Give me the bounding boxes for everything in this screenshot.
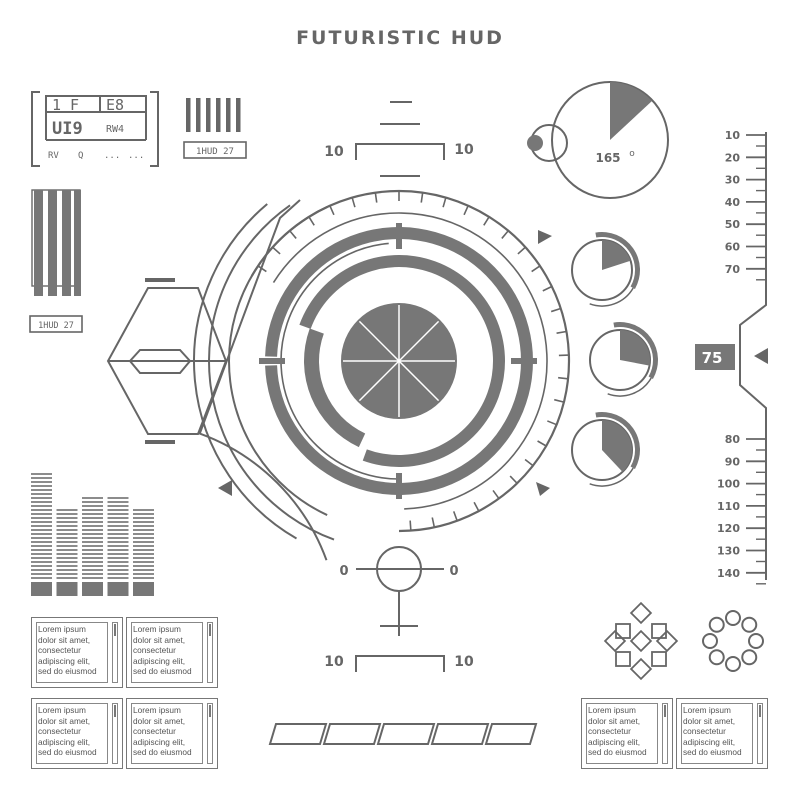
top-scale-left: 10: [324, 144, 344, 160]
bottom-scale-right: 10: [454, 654, 474, 670]
scale-tick-label: 20: [725, 151, 741, 164]
text-card: Lorem ipsum dolor sit amet, consectetur …: [126, 617, 218, 688]
scale-tick-label: 30: [725, 174, 741, 187]
equalizer-bar: [31, 473, 52, 596]
card-scrollbar[interactable]: [757, 703, 763, 764]
equalizer-bar: [56, 509, 78, 596]
card-text: Lorem ipsum dolor sit amet, consectetur …: [588, 705, 647, 758]
left-bracket-outer: [198, 199, 328, 561]
diamond-cluster-icon: [603, 601, 679, 681]
card-scrollbar[interactable]: [207, 703, 213, 764]
scale-tick-label: 110: [717, 500, 740, 513]
reticle-markers: [218, 230, 552, 496]
equalizer-bar: [133, 509, 154, 596]
outer-ring: [250, 189, 571, 533]
card-scrollbar[interactable]: [112, 703, 118, 764]
segment-bar: [268, 723, 538, 745]
card-text: Lorem ipsum dolor sit amet, consectetur …: [38, 705, 97, 758]
gauge-stack: [571, 232, 658, 487]
top-scale-right: 10: [454, 142, 474, 158]
card-scrollbar[interactable]: [112, 622, 118, 683]
crosshair-icon: [356, 546, 444, 636]
info-row3-a: RV: [48, 151, 59, 161]
gauge: [571, 232, 640, 307]
page-title: FUTURISTIC HUD: [296, 27, 504, 49]
scale-tick-label: 130: [717, 545, 740, 558]
bottom-scale: [355, 655, 445, 672]
card-scrollbar[interactable]: [207, 622, 213, 683]
left-bracket-mid: [208, 204, 335, 541]
triangle-left-icon: [754, 348, 768, 364]
crosshair-left: 0: [339, 564, 348, 579]
scale-tick-label: 10: [725, 129, 741, 142]
scale-current-box: [695, 344, 735, 370]
scale-current: 75: [702, 349, 723, 367]
tag-left-box: [29, 315, 83, 333]
tag-top-box: [183, 141, 247, 159]
crosshair-right: 0: [449, 564, 458, 579]
info-row1-left: 1 F: [52, 96, 79, 114]
info-panel: [31, 91, 159, 167]
card-text: Lorem ipsum dolor sit amet, consectetur …: [133, 705, 192, 758]
ring-dot: [702, 633, 718, 649]
top-scale: [355, 101, 445, 177]
hexagon-dashes: [145, 278, 175, 444]
scale-tick-label: 60: [725, 241, 741, 254]
tag-top: 1HUD 27: [196, 147, 234, 157]
tag-left: 1HUD 27: [38, 321, 74, 331]
info-row2-left: UI9: [52, 119, 83, 139]
info-row3-b: Q: [78, 151, 83, 161]
info-row2-right: RW4: [106, 124, 124, 135]
compass-unit: o: [629, 149, 635, 159]
card-text: Lorem ipsum dolor sit amet, consectetur …: [133, 624, 192, 677]
text-card: Lorem ipsum dolor sit amet, consectetur …: [31, 617, 123, 688]
gauge: [589, 322, 658, 397]
ring-dot: [725, 610, 741, 626]
inner-bracket: [280, 242, 400, 480]
equalizer-bar: [82, 497, 103, 596]
gauge: [571, 412, 640, 487]
reticle-crosshair: [259, 223, 537, 499]
text-card: Lorem ipsum dolor sit amet, consectetur …: [126, 698, 218, 769]
text-card: Lorem ipsum dolor sit amet, consectetur …: [31, 698, 123, 769]
info-row3-d: ...: [128, 151, 144, 161]
ring-dot: [708, 649, 725, 666]
scale-tick-label: 80: [725, 433, 741, 446]
outer-inner-ring: [272, 212, 548, 510]
equalizer-bar: [107, 497, 129, 596]
text-card: Lorem ipsum dolor sit amet, consectetur …: [676, 698, 768, 769]
outer-ticks: [257, 191, 569, 531]
scale-tick-label: 40: [725, 196, 741, 209]
scale-tick-label: 120: [717, 522, 740, 535]
ring-dot: [741, 616, 758, 633]
scale-tick-label: 70: [725, 263, 741, 276]
card-text: Lorem ipsum dolor sit amet, consectetur …: [38, 624, 97, 677]
scale-tick-label: 50: [725, 218, 741, 231]
ring-dot: [748, 633, 764, 649]
equalizer: [31, 473, 154, 596]
vertical-scale: 10 20 30 40 50 60 70 80 90 100 110 120 130 140: [717, 129, 767, 585]
vertical-bars: [31, 189, 81, 296]
ring-dot: [741, 649, 758, 666]
card-text: Lorem ipsum dolor sit amet, consectetur …: [683, 705, 742, 758]
bottom-scale-left: 10: [324, 654, 344, 670]
ring-dots-icon: [702, 610, 764, 672]
info-row3-c: ...: [104, 151, 120, 161]
scale-tick-label: 140: [717, 567, 740, 580]
compass-icon: [527, 81, 669, 199]
scale-tick-label: 90: [725, 455, 741, 468]
scale-tick-label: 100: [717, 478, 740, 491]
barcode-bars: [186, 98, 241, 132]
core-spokes: [343, 305, 455, 417]
ring-dot: [725, 656, 741, 672]
card-scrollbar[interactable]: [662, 703, 668, 764]
hexagon-emitter-icon: [106, 287, 228, 435]
main-reticle: [193, 189, 571, 561]
compass-heading: 165: [595, 151, 620, 165]
ring-dot: [708, 616, 725, 633]
text-card: Lorem ipsum dolor sit amet, consectetur …: [581, 698, 673, 769]
info-row1-right: E8: [106, 96, 124, 114]
